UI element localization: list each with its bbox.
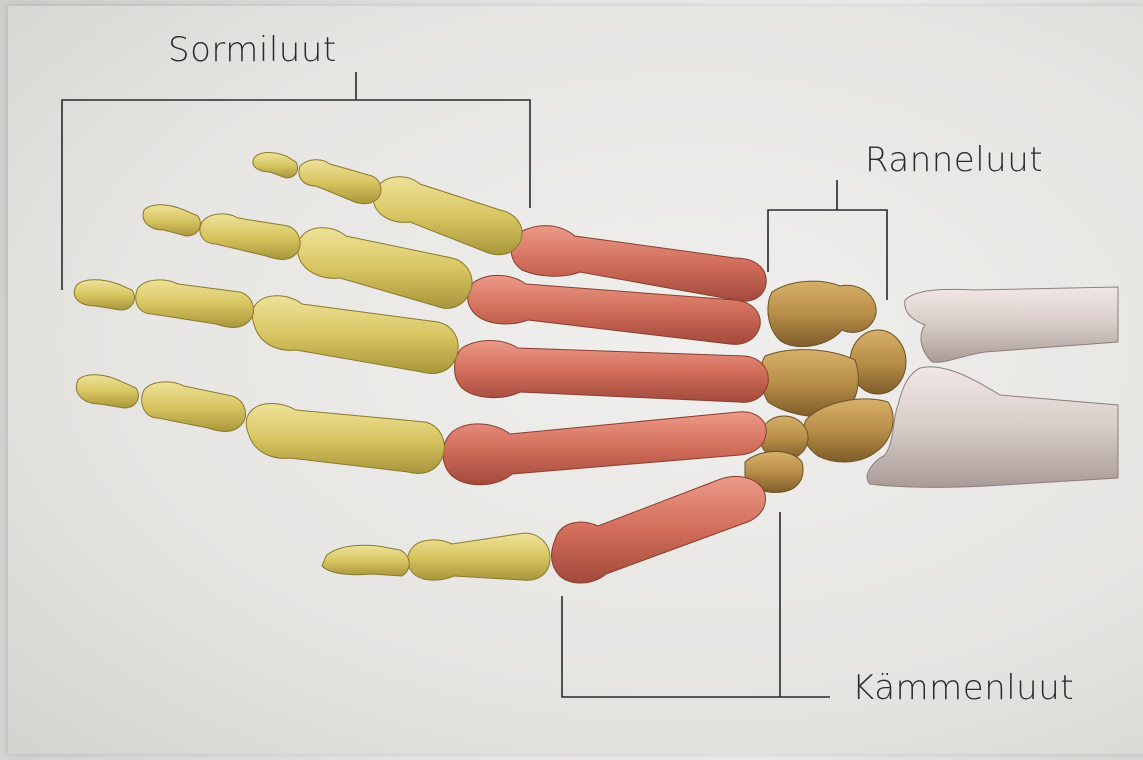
phalanx-bone — [408, 533, 551, 580]
metacarpal-bone — [443, 412, 766, 485]
metacarpals-label: Kämmenluut — [852, 668, 1074, 708]
phalanx-bone — [143, 205, 200, 236]
forearm-bones — [867, 287, 1118, 487]
metacarpal-bone — [455, 341, 769, 403]
metacarpal-bones — [443, 226, 768, 583]
ulna-bone — [905, 287, 1118, 362]
phalanx-bone — [297, 228, 472, 309]
phalanx-bone — [76, 375, 138, 408]
phalanx-bone — [322, 545, 409, 576]
carpal-bone — [768, 281, 876, 346]
phalanx-bone — [136, 280, 254, 328]
phalanx-bone — [142, 382, 246, 432]
phalanx-bone — [252, 296, 458, 374]
phalanx-bone — [253, 153, 298, 179]
phalanx-bone — [299, 160, 381, 204]
phalanges-bracket — [62, 72, 530, 290]
phalanx-bone — [373, 177, 522, 255]
phalanges-label: Sormiluut — [168, 30, 337, 70]
radius-bone — [867, 367, 1118, 487]
phalanx-bone — [246, 404, 444, 474]
phalanx-bone — [74, 280, 134, 310]
phalanx-bone — [200, 214, 300, 260]
carpals-label: Ranneluut — [865, 140, 1043, 180]
metacarpal-bone — [552, 476, 766, 583]
